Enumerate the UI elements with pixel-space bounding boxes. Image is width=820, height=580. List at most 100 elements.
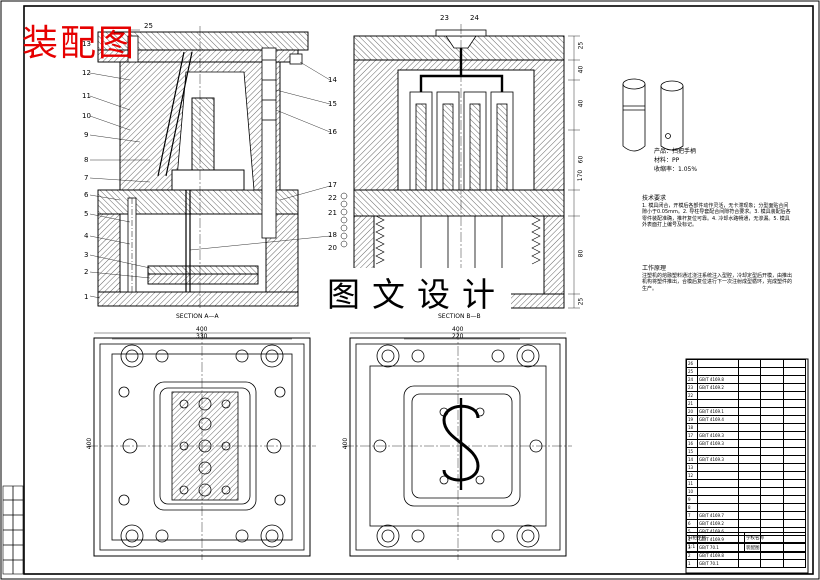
dimension-text: 60 bbox=[577, 155, 585, 164]
callout-number: 7 bbox=[84, 174, 89, 182]
bom-cell bbox=[782, 383, 807, 392]
working-principle: 工作原理 注塑机的熔融塑料通过浇注系统注入型腔，冷却定型后开模，由推出机构将塑件… bbox=[642, 265, 792, 292]
bom-cell: 9 bbox=[686, 495, 698, 504]
callout-number: 16 bbox=[328, 128, 337, 136]
bom-cell bbox=[782, 471, 807, 480]
bom-cell: 24 bbox=[686, 375, 698, 384]
bom-cell bbox=[782, 487, 807, 496]
bom-cell: 22 bbox=[686, 391, 698, 400]
bom-cell: 18 bbox=[686, 423, 698, 432]
bom-cell: 15 bbox=[686, 447, 698, 456]
dimension-text: 220 bbox=[452, 333, 464, 340]
bom-cell bbox=[782, 415, 807, 424]
bom-cell bbox=[737, 415, 762, 424]
bom-cell: 13 bbox=[686, 463, 698, 472]
bom-cell bbox=[782, 423, 807, 432]
principle-heading: 工作原理 bbox=[642, 265, 667, 272]
callout-number: 6 bbox=[84, 191, 89, 199]
bom-cell: 17 bbox=[686, 431, 698, 440]
bom-cell: 14 bbox=[686, 455, 698, 464]
bom-cell bbox=[782, 519, 807, 528]
bom-cell bbox=[782, 479, 807, 488]
dimension-text: 25 bbox=[577, 297, 585, 306]
notes-body: 1. 模具闭合，开模后各部件动作灵活，无卡滞现象；分型面贴合间隙小于0.05mm… bbox=[642, 202, 791, 229]
bom-cell bbox=[737, 447, 762, 456]
bom-cell bbox=[760, 479, 784, 488]
bom-cell: 16 bbox=[686, 439, 698, 448]
callout-number: 20 bbox=[328, 244, 337, 252]
dimension-text: 400 bbox=[342, 437, 350, 450]
bom-cell: GB/T 4169.3 bbox=[697, 439, 739, 448]
dimension-text: 40 bbox=[577, 99, 585, 108]
bom-cell bbox=[737, 479, 762, 488]
bom-cell: GB/T 4169.8 bbox=[697, 375, 739, 384]
bom-cell: 6 bbox=[686, 519, 698, 528]
bom-cell: 21 bbox=[686, 399, 698, 408]
bom-cell bbox=[760, 431, 784, 440]
watermark-text: 图文设计 bbox=[323, 268, 511, 316]
bom-row: 12 bbox=[686, 471, 807, 480]
bom-row: 15 bbox=[686, 447, 807, 456]
bom-cell bbox=[782, 503, 807, 512]
callout-number: 10 bbox=[82, 112, 91, 120]
bom-cell bbox=[782, 447, 807, 456]
title-scale-cell: 1:1 bbox=[686, 542, 745, 553]
notes-heading: 技术要求 bbox=[642, 195, 667, 202]
callout-number: 13 bbox=[82, 40, 91, 48]
bom-cell bbox=[760, 503, 784, 512]
bom-cell bbox=[782, 399, 807, 408]
bom-cell bbox=[782, 407, 807, 416]
bom-cell bbox=[737, 375, 762, 384]
bom-cell bbox=[737, 471, 762, 480]
dimension-text: 330 bbox=[196, 333, 208, 340]
bom-cell bbox=[782, 463, 807, 472]
bom-cell bbox=[737, 519, 762, 528]
bom-cell: GB/T 4169.4 bbox=[697, 415, 739, 424]
callout-number: 1 bbox=[84, 293, 89, 301]
bom-cell bbox=[737, 383, 762, 392]
bom-cell bbox=[760, 471, 784, 480]
bom-cell bbox=[760, 367, 784, 376]
dimension-text: 400 bbox=[452, 326, 464, 333]
callout-number: 18 bbox=[328, 231, 337, 239]
bom-cell bbox=[760, 407, 784, 416]
product-sketch bbox=[622, 78, 684, 152]
bom-cell bbox=[760, 399, 784, 408]
bom-cell bbox=[697, 463, 739, 472]
section-b-label: SECTION B—B bbox=[438, 313, 481, 320]
bom-cell bbox=[697, 471, 739, 480]
dimension-text: 170 bbox=[577, 169, 585, 182]
dimension-text: 80 bbox=[577, 249, 585, 258]
title-school-cell: 学校名称 bbox=[744, 532, 806, 543]
callout-number: 24 bbox=[470, 14, 479, 22]
bom-cell bbox=[737, 495, 762, 504]
callout-number: 2 bbox=[84, 268, 89, 276]
bom-cell bbox=[697, 367, 739, 376]
bom-cell bbox=[782, 439, 807, 448]
bom-cell bbox=[737, 439, 762, 448]
bom-row: 9 bbox=[686, 495, 807, 504]
bom-cell: 26 bbox=[686, 359, 698, 368]
bom-cell: GB/T 4169.7 bbox=[697, 511, 739, 520]
bom-cell bbox=[760, 439, 784, 448]
callout-number: 15 bbox=[328, 100, 337, 108]
dimension-text: 25 bbox=[577, 41, 585, 50]
title-drawing-cell: 装配图 bbox=[744, 542, 806, 553]
bom-cell bbox=[737, 559, 762, 568]
bom-cell bbox=[737, 503, 762, 512]
bom-cell bbox=[697, 447, 739, 456]
callout-number: 21 bbox=[328, 209, 337, 217]
bom-cell bbox=[782, 495, 807, 504]
section-a-label: SECTION A—A bbox=[176, 313, 219, 320]
product-material: 材料：PP bbox=[654, 157, 680, 164]
bom-cell: 12 bbox=[686, 471, 698, 480]
bom-cell bbox=[697, 359, 739, 368]
binding-strip bbox=[2, 485, 24, 575]
dimension-text: 400 bbox=[86, 437, 94, 450]
bom-row: 26 bbox=[686, 359, 807, 368]
